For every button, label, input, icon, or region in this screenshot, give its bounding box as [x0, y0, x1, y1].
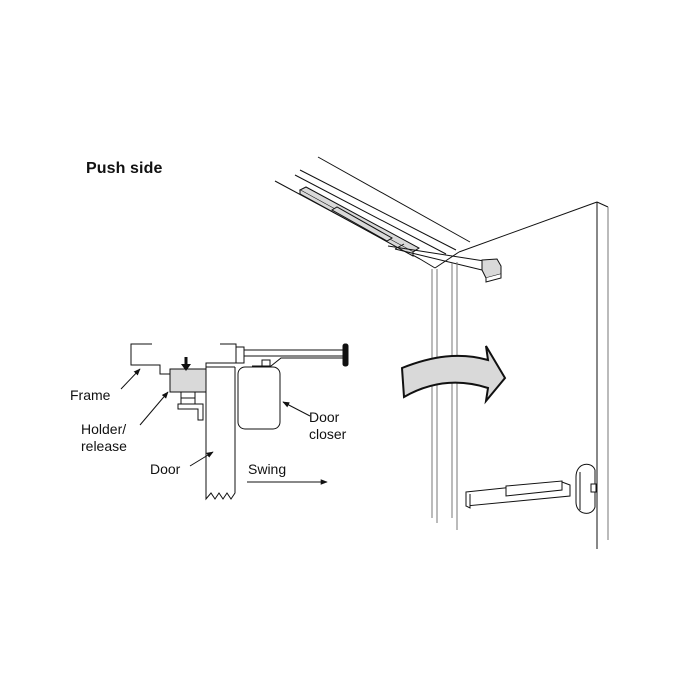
frame-leader-arrow: [120, 368, 141, 390]
label-door: Door: [150, 461, 181, 477]
holder-leader-arrow: [139, 391, 169, 426]
closer-arm: [235, 343, 349, 367]
label-frame: Frame: [70, 387, 111, 403]
door-closer-body: [237, 366, 281, 430]
overhead-closer: [298, 186, 502, 283]
door-leaf-section: [205, 366, 236, 501]
swing-curved-arrow: [400, 345, 507, 405]
label-door-closer-line2: closer: [309, 426, 347, 442]
door-jamb: [431, 262, 458, 530]
label-holder-release-line2: release: [81, 438, 127, 454]
closer-leader-arrow: [282, 401, 311, 417]
exit-device-push-bar: [465, 463, 597, 514]
door-edge: [596, 202, 609, 549]
door-leader-arrow: [189, 451, 214, 467]
label-holder-release-line1: Holder/: [81, 421, 127, 437]
label-leaders: [120, 368, 328, 485]
label-swing: Swing: [248, 461, 287, 477]
head-frame: [274, 156, 609, 269]
plan-section-view: [130, 343, 349, 501]
diagram-title: Push side: [86, 160, 163, 177]
holder-release-device: [169, 357, 207, 421]
label-door-closer-line1: Door: [309, 409, 340, 425]
perspective-door-view: [274, 156, 609, 549]
